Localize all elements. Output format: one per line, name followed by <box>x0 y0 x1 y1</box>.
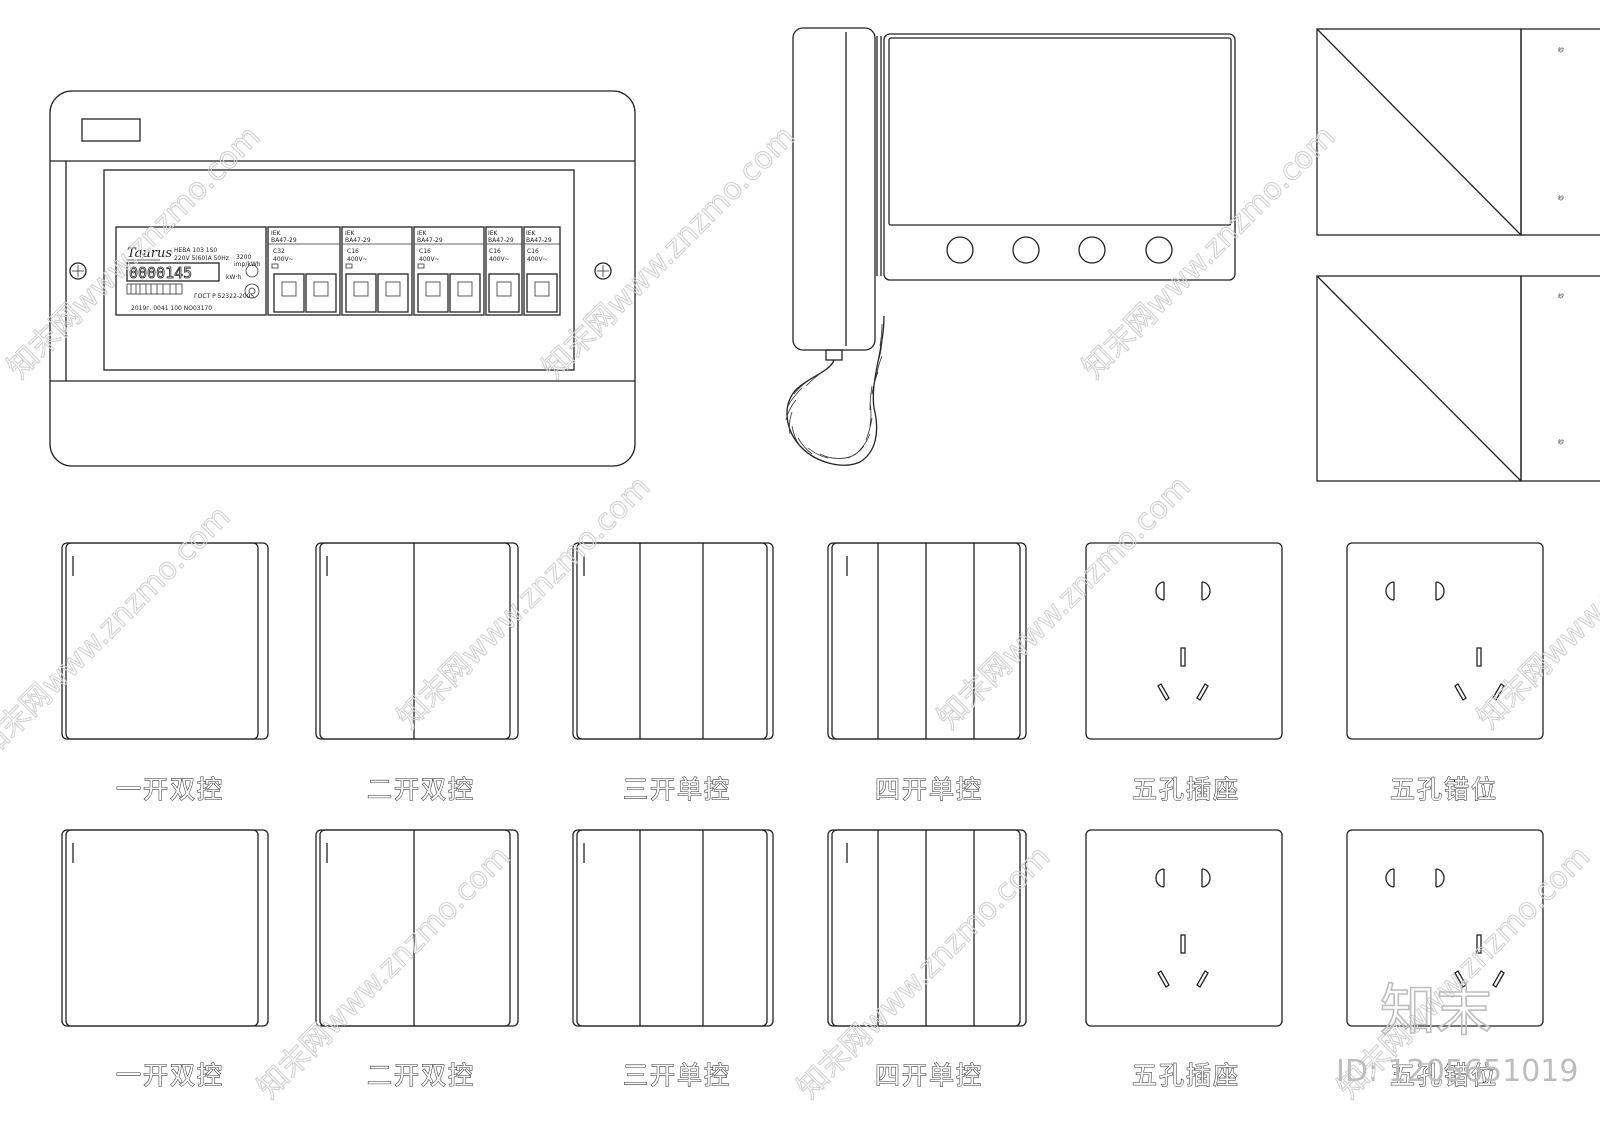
label-r2-4gang: 四开单控 <box>875 1061 983 1090</box>
side-panel-label-1: 纱 <box>1558 195 1564 202</box>
meter-serial: 2019г. 0041 100 NO03170 <box>131 305 212 312</box>
breaker-1-model: BA47-29 <box>345 237 371 244</box>
side-panel-bottom: 纱 纱 <box>1316 275 1600 482</box>
screw-left-icon <box>69 262 87 280</box>
meter-standard: ГОСТ Р 52322-2005 <box>194 293 254 300</box>
label-r2-socket: 五孔插座 <box>1132 1061 1240 1090</box>
intercom-screen <box>888 37 1232 226</box>
energy-meter: Taurus НЕВА 103 1S0 220V 5(60)A 50Hz 320… <box>115 226 267 316</box>
switch-3gang-r2 <box>572 829 774 1027</box>
label-r2-1gang: 一开双控 <box>116 1061 224 1090</box>
distribution-box: Taurus НЕВА 103 1S0 220V 5(60)A 50Hz 320… <box>49 90 636 467</box>
meter-spec3: imp/kWh <box>234 261 261 268</box>
label-r1-2gang: 二开双控 <box>367 775 475 804</box>
screw-right-icon <box>594 262 612 280</box>
meter-reading: 0000145 <box>129 264 192 282</box>
meter-model: НЕВА 103 1S0 <box>174 247 217 254</box>
label-r1-1gang: 一开双控 <box>116 775 224 804</box>
breaker-2-model: BA47-29 <box>417 237 443 244</box>
breaker-4: IEK BA47-29 C16 400V~ <box>523 226 561 316</box>
breaker-4-rating: C16 <box>527 248 539 255</box>
meter-brand: Taurus <box>127 246 172 261</box>
breaker-2-rating: C16 <box>419 248 431 255</box>
coiled-cord-icon <box>785 315 885 466</box>
barcode-icon <box>126 283 183 295</box>
breaker-4-voltage: 400V~ <box>527 256 548 263</box>
asset-id: ID: 1205651019 <box>1336 1054 1578 1089</box>
watermark-1: 知末网www.znzmo.com <box>1 119 267 385</box>
meter-seal-icon <box>244 283 260 299</box>
video-intercom <box>785 27 1236 466</box>
switch-4gang-r1 <box>827 542 1027 740</box>
breaker-0-voltage: 400V~ <box>273 256 294 263</box>
label-r2-socket-offset: 五孔错位 <box>1390 1061 1498 1090</box>
side-panel-label-0: 纱 <box>1558 47 1564 54</box>
watermark-5: 知末网www.znzmo.com <box>391 469 657 735</box>
intercom-button-2 <box>1012 236 1040 264</box>
label-r2-2gang: 二开双控 <box>367 1061 475 1090</box>
meter-spec2: 3200 <box>236 254 251 261</box>
switch-1gang-r2 <box>61 829 269 1027</box>
label-r2-3gang: 三开单控 <box>623 1061 731 1090</box>
switch-2gang-r2 <box>315 829 519 1027</box>
meter-spec1: 220V 5(60)A 50Hz <box>174 255 229 262</box>
breaker-1: IEK BA47-29 C16 400V~ <box>341 226 413 316</box>
watermark-2: 知末网www.znzmo.com <box>536 119 802 385</box>
breaker-4-model: BA47-29 <box>526 237 552 244</box>
side-panel-label-3: 纱 <box>1558 439 1564 446</box>
breaker-1-brand: IEK <box>345 230 356 237</box>
meter-led-icon <box>245 264 259 278</box>
intercom-button-3 <box>1078 236 1106 264</box>
label-r1-3gang: 三开单控 <box>623 775 731 804</box>
watermark-4: 知末网www.znzmo.com <box>0 499 237 765</box>
watermark-6: 知末网www.znzmo.com <box>931 469 1197 735</box>
breaker-2: IEK BA47-29 C16 400V~ <box>413 226 485 316</box>
switch-3gang-r1 <box>572 542 774 740</box>
switch-1gang-r1 <box>61 542 269 740</box>
socket-5hole-offset-r2 <box>1346 829 1544 1027</box>
side-panel-label-2: 纱 <box>1558 293 1564 300</box>
breaker-3-rating: C16 <box>489 248 501 255</box>
label-slot <box>81 118 141 142</box>
breaker-1-rating: C16 <box>347 248 359 255</box>
switch-2gang-r1 <box>315 542 519 740</box>
breaker-0-brand: IEK <box>271 230 282 237</box>
inner-panel <box>103 169 575 371</box>
breaker-3-model: BA47-29 <box>488 237 514 244</box>
socket-5hole-r1 <box>1085 542 1283 740</box>
intercom-button-4 <box>1145 236 1173 264</box>
breaker-3: IEK BA47-29 C16 400V~ <box>485 226 523 316</box>
side-panel-top: 纱 纱 <box>1316 28 1600 236</box>
watermark-3: 知末网www.znzmo.com <box>1076 119 1342 385</box>
breaker-2-brand: IEK <box>417 230 428 237</box>
breaker-0: IEK BA47-29 C32 400V~ <box>267 226 341 316</box>
switch-4gang-r2 <box>827 829 1027 1027</box>
brand-watermark: 知末 <box>1380 979 1492 1044</box>
breaker-4-brand: IEK <box>526 230 537 237</box>
socket-5hole-r2 <box>1085 829 1283 1027</box>
intercom-button-1 <box>946 236 974 264</box>
breaker-3-voltage: 400V~ <box>489 256 510 263</box>
meter-unit: kW·h <box>226 274 241 281</box>
breaker-0-model: BA47-29 <box>271 237 297 244</box>
breaker-2-voltage: 400V~ <box>419 256 440 263</box>
watermark-7: 知末网www.znzmo.com <box>1471 469 1600 735</box>
handset-icon <box>792 27 882 361</box>
breaker-3-brand: IEK <box>488 230 499 237</box>
breaker-0-rating: C32 <box>273 248 285 255</box>
label-r1-4gang: 四开单控 <box>875 775 983 804</box>
socket-5hole-offset-r1 <box>1346 542 1544 740</box>
breaker-1-voltage: 400V~ <box>347 256 368 263</box>
label-r1-socket-offset: 五孔错位 <box>1390 775 1498 804</box>
label-r1-socket: 五孔插座 <box>1132 775 1240 804</box>
